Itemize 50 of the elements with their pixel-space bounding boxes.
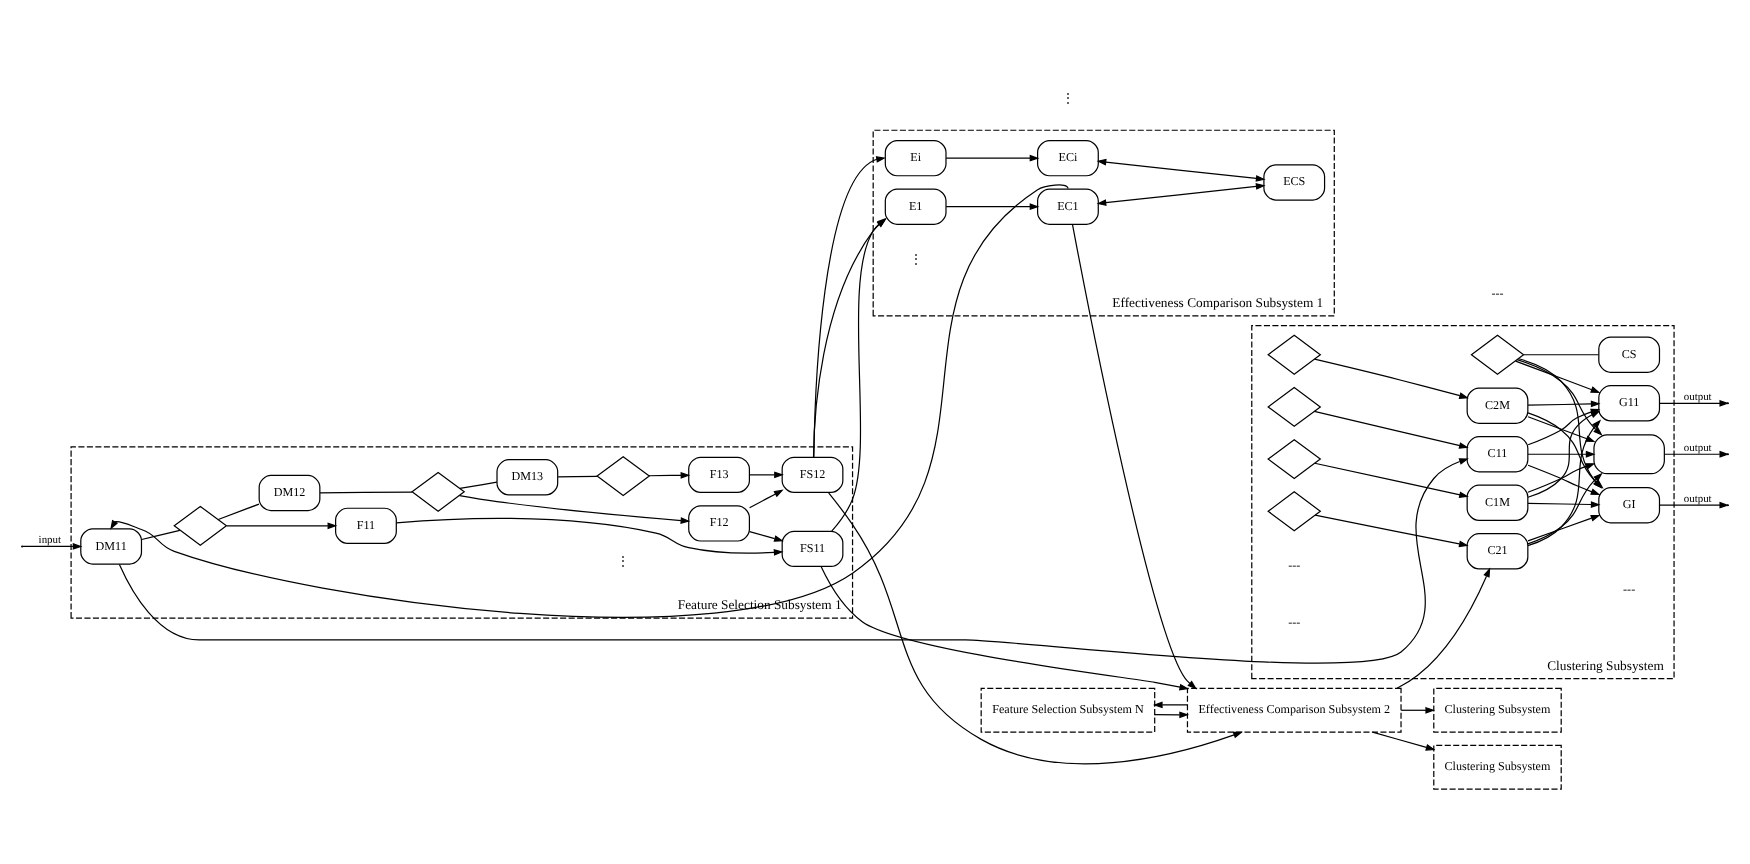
arrow [1400,705,1436,713]
connector [459,480,498,488]
node-diamond [173,504,228,545]
node-diamond [1267,333,1322,374]
arrow [1527,399,1601,407]
connector [141,528,181,540]
arrow [1396,566,1491,688]
arrow [1658,398,1730,406]
arrow [1658,500,1730,508]
arrow [1096,182,1266,206]
arrow [226,521,338,529]
arrow [1664,449,1730,457]
arrow [110,183,1069,617]
node-diamond [411,470,466,512]
arrow [459,494,691,523]
connector [1523,353,1600,355]
arrow [748,530,784,541]
arrow [118,457,1469,663]
arrow [1515,359,1601,392]
connector [557,474,598,477]
arrow [748,488,784,508]
arrow [828,491,1243,764]
node-diamond [1267,437,1322,479]
arrow [1313,409,1469,448]
arrow [1314,513,1469,547]
connector [217,502,260,520]
arrow [1371,730,1436,750]
node-diamond [596,454,651,496]
node-diamond [1267,385,1322,427]
node-box [1593,433,1665,474]
arrow [1527,415,1596,441]
arrow [1071,222,1197,689]
arrow [1096,157,1266,181]
arrow [945,202,1040,210]
connector [319,490,413,493]
arrow [395,516,784,555]
arrow [1154,710,1190,718]
arrow [1314,461,1469,498]
arrow [945,153,1040,161]
node-diamond [1470,333,1525,374]
node-diamond [1267,490,1322,531]
arrow [648,470,691,478]
arrow [1527,449,1596,457]
arrow [748,470,784,478]
arrow [1527,514,1601,541]
arrow [820,564,1190,690]
arrow [1527,500,1601,507]
arrow [22,542,83,549]
arrow [1152,700,1188,708]
arrow [1313,357,1469,398]
